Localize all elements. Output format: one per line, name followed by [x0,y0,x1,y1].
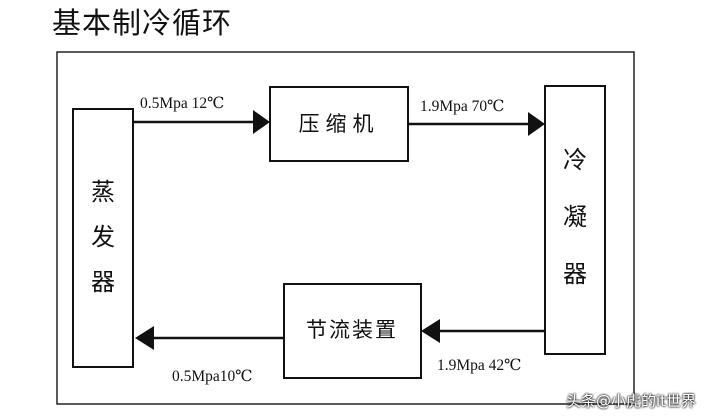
compressor-box: 压缩机 [269,86,409,162]
arrow-throttle-to-evaporator [135,326,284,350]
flow-label-condenser-to-throttle: 1.9Mpa 42℃ [437,357,522,374]
compressor-label: 压缩机 [299,112,380,136]
arrow-compressor-to-condenser [408,112,545,136]
evaporator-box: 蒸 发 器 [72,108,134,368]
evaporator-char-2: 发 [91,223,115,251]
evaporator-char-3: 器 [91,268,115,296]
condenser-char-1: 冷 [563,146,587,174]
watermark: 头条@小虎的it世界 [565,392,696,410]
flow-label-compressor-to-condenser: 1.9Mpa 70℃ [420,98,505,115]
arrow-condenser-to-throttle [421,319,545,343]
throttle-box: 节流装置 [283,283,422,379]
condenser-char-2: 凝 [563,203,587,231]
outer-frame [56,51,635,405]
evaporator-char-1: 蒸 [91,178,115,206]
arrow-evaporator-to-compressor [133,110,270,134]
throttle-label: 节流装置 [306,318,398,342]
condenser-box: 冷 凝 器 [544,85,606,355]
condenser-char-3: 器 [563,260,587,288]
diagram-title: 基本制冷循环 [52,6,233,40]
flow-label-throttle-to-evaporator: 0.5Mpa10℃ [172,368,253,385]
flow-label-evaporator-to-compressor: 0.5Mpa 12℃ [140,95,225,112]
